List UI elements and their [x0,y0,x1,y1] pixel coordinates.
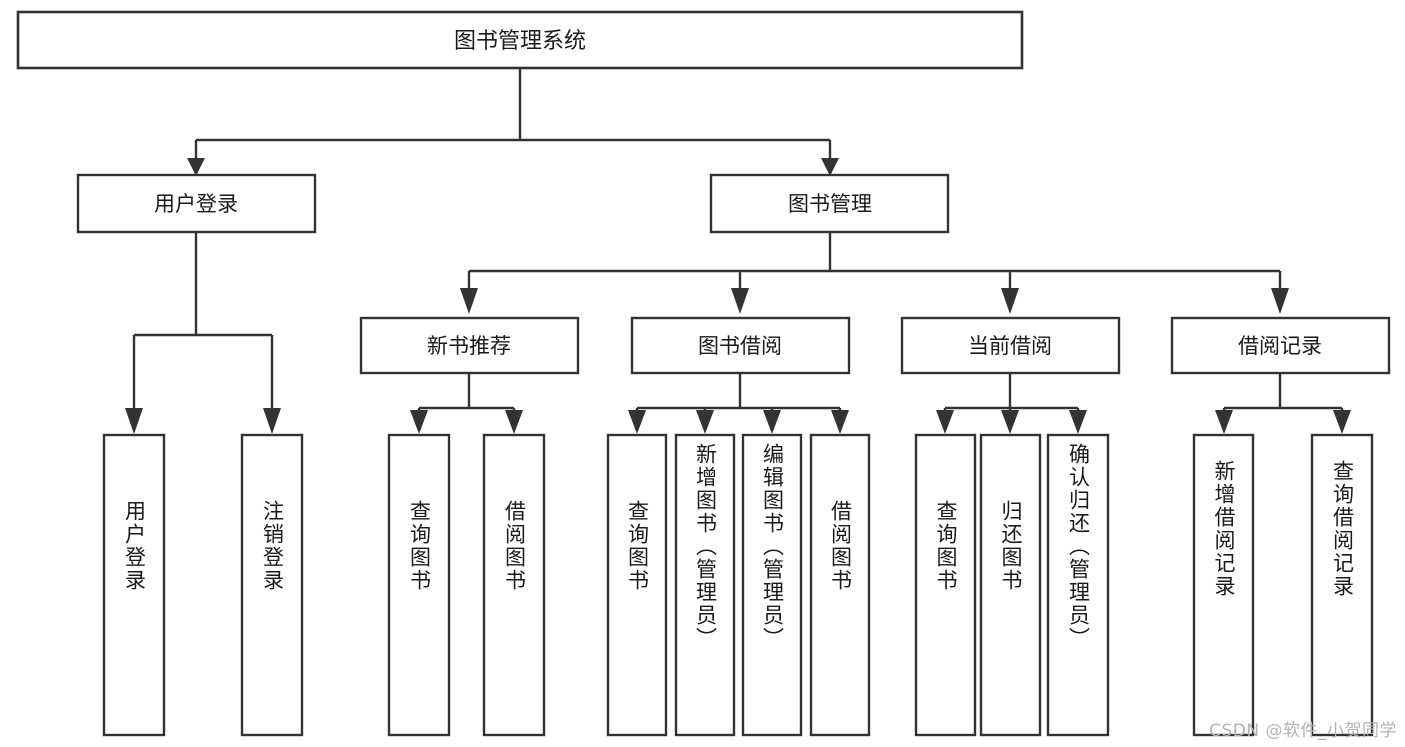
node-book-management-box [709,173,950,234]
arrowhead-bb-leaf-4 [831,410,849,434]
node-new-book-recommend-label: 新书推荐 [427,334,511,358]
arrowhead-cb-leaf-2 [1001,410,1019,434]
node-book-borrow-label: 图书借阅 [698,334,782,358]
leaf-box-query-book-1 [387,433,451,737]
node-borrow-record-label: 借阅记录 [1238,334,1322,358]
leaf-box-confirm-return-admin [1046,433,1110,737]
arrowhead-book-borrow [731,288,749,314]
arrowhead-leaf-logout [263,408,281,434]
node-current-borrow-label: 当前借阅 [968,334,1052,358]
arrowhead-leaf-user-login [125,408,143,434]
leaf-box-user-login [102,433,166,737]
leaf-box-logout [240,433,304,737]
leaf-box-query-book-2 [606,433,668,737]
leaf-box-add-book-admin [674,433,736,737]
node-borrow-record-box [1170,316,1391,375]
leaf-box-return-book [979,433,1042,737]
leaf-box-add-borrow-record [1192,433,1255,737]
node-user-login-label: 用户登录 [154,192,238,216]
leaf-box-borrow-book-2 [809,433,871,737]
node-root-box [16,10,1024,70]
node-new-book-recommend-box [359,316,580,375]
arrowhead-bb-leaf-2 [696,410,714,434]
arrowhead-bb-leaf-3 [763,410,781,434]
leaf-box-query-borrow-record [1310,433,1374,737]
node-root-label: 图书管理系统 [454,29,586,54]
arrowhead-cb-leaf-3 [1069,410,1087,434]
arrowhead-nbr-leaf-1 [410,410,428,434]
leaf-box-borrow-book-1 [482,433,546,737]
arrowhead-bb-leaf-1 [628,410,646,434]
node-book-management-label: 图书管理 [788,192,872,216]
leaf-box-query-book-3 [914,433,977,737]
arrowhead-br-leaf-2 [1333,410,1351,434]
node-book-borrow-box [630,316,851,375]
arrowhead-cb-leaf-1 [936,410,954,434]
node-current-borrow-box [900,316,1121,375]
arrowhead-br-leaf-1 [1215,410,1233,434]
arrowhead-borrow-record [1271,288,1289,314]
arrowhead-nbr-leaf-2 [505,410,523,434]
arrowhead-book-mgmt [821,158,839,176]
leaf-box-edit-book-admin [741,433,803,737]
arrowhead-new-book-rec [460,288,478,314]
arrowhead-current-borrow [1001,288,1019,314]
arrowhead-user-login [187,158,205,176]
